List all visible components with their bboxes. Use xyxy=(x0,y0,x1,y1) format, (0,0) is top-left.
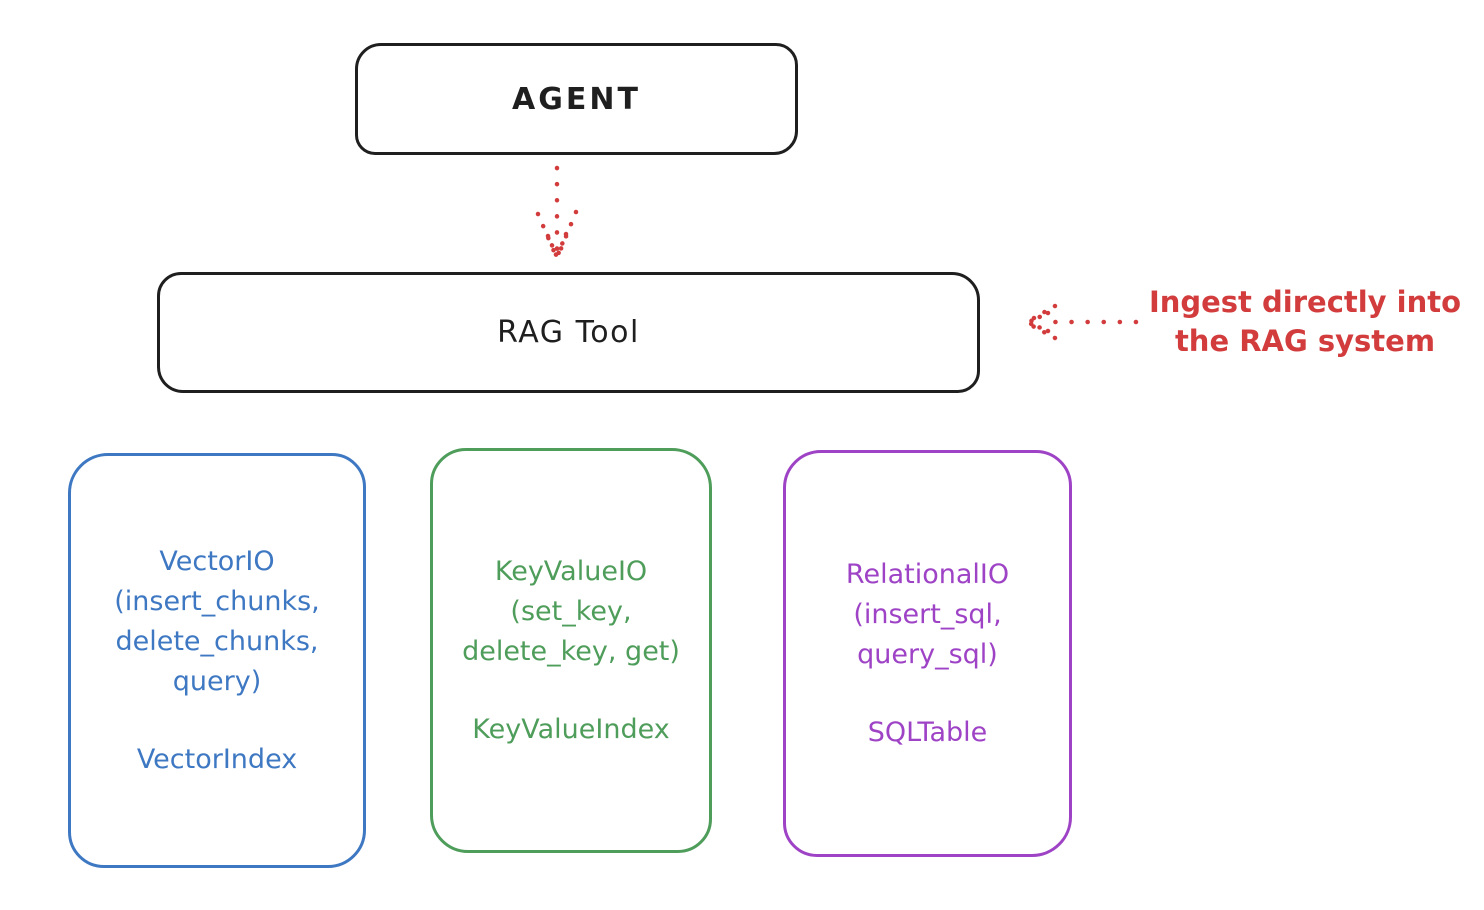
node-keyvalue-io: KeyValueIO (set_key, delete_key, get) Ke… xyxy=(430,448,712,853)
vector-io-line-2: (insert_chunks, xyxy=(114,585,320,617)
vector-index-label: VectorIndex xyxy=(136,743,298,775)
node-vector-io: VectorIO (insert_chunks, delete_chunks, … xyxy=(68,453,366,868)
arrow-annotation-to-ragtool-icon xyxy=(1024,303,1139,341)
vector-io-line-4: query) xyxy=(172,665,262,697)
keyvalue-index-label: KeyValueIndex xyxy=(472,713,670,745)
relational-io-line-2: (insert_sql, xyxy=(853,598,1002,630)
arrow-agent-to-ragtool-icon xyxy=(535,165,579,260)
keyvalue-io-line-1: KeyValueIO xyxy=(494,555,648,587)
relational-io-line-1: RelationalIO xyxy=(845,558,1010,590)
relational-io-line-3: query_sql) xyxy=(857,638,998,670)
keyvalue-io-line-2: (set_key, xyxy=(510,595,632,627)
annotation-ingest: Ingest directly into the RAG system xyxy=(1140,283,1470,361)
annotation-line-2: the RAG system xyxy=(1174,324,1436,358)
node-agent: AGENT xyxy=(355,43,798,155)
node-agent-label: AGENT xyxy=(512,81,641,117)
annotation-line-1: Ingest directly into xyxy=(1148,285,1462,319)
vector-io-line-1: VectorIO xyxy=(159,545,275,577)
node-rag-tool-label: RAG Tool xyxy=(497,315,640,350)
vector-io-line-3: delete_chunks, xyxy=(115,625,319,657)
node-relational-io: RelationalIO (insert_sql, query_sql) SQL… xyxy=(783,450,1072,857)
node-rag-tool: RAG Tool xyxy=(157,272,980,393)
sql-table-label: SQLTable xyxy=(867,716,988,748)
keyvalue-io-line-3: delete_key, get) xyxy=(462,635,680,667)
